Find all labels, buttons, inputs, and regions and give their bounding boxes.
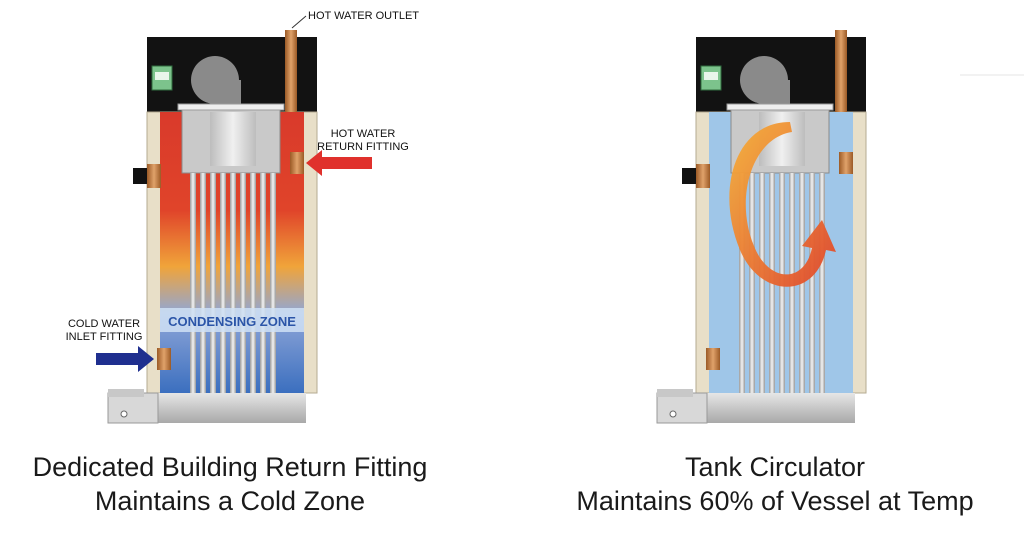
left-caption-line2: Maintains a Cold Zone [94, 486, 366, 516]
drain-box [107, 392, 159, 424]
heat-exchanger-tubes [190, 173, 276, 393]
return-fitting [839, 152, 853, 174]
hot-return-label-line2: RETURN FITTING [317, 141, 409, 153]
circulation-swirl-arrow [729, 122, 836, 287]
right-heater [656, 30, 867, 424]
hot-outlet-label: HOT WATER OUTLET [308, 10, 419, 22]
cold-inlet-label-line1: COLD WATER [68, 318, 140, 330]
inlet-fitting [706, 348, 720, 370]
heater-base [707, 393, 855, 423]
left-caption: Dedicated Building Return Fitting Mainta… [20, 450, 440, 518]
hot-outlet-pipe [835, 30, 847, 112]
cold-inlet-label-line2: INLET FITTING [66, 331, 143, 343]
hot-outlet-pipe [285, 30, 297, 112]
left-caption-line1: Dedicated Building Return Fitting [32, 452, 428, 482]
cold-inlet-arrow [96, 346, 154, 372]
left-heater: CONDENSING ZONE [96, 15, 372, 424]
heater-base [158, 393, 306, 423]
right-caption: Tank Circulator Maintains 60% of Vessel … [540, 450, 1010, 518]
left-side-fitting [133, 168, 147, 184]
drain-box [656, 392, 708, 424]
condensing-zone-label: CONDENSING ZONE [168, 314, 296, 329]
right-caption-line1: Tank Circulator [684, 452, 866, 482]
hot-return-label-line1: HOT WATER [331, 128, 396, 140]
hot-outlet-leader [291, 15, 307, 29]
burner-element [210, 112, 256, 166]
right-caption-line2: Maintains 60% of Vessel at Temp [576, 486, 974, 516]
hot-return-arrow [306, 150, 372, 176]
left-side-fitting [682, 168, 696, 184]
cold-inlet-fitting [157, 348, 171, 370]
condensing-zone-band [160, 308, 304, 332]
hot-return-fitting [290, 152, 304, 174]
